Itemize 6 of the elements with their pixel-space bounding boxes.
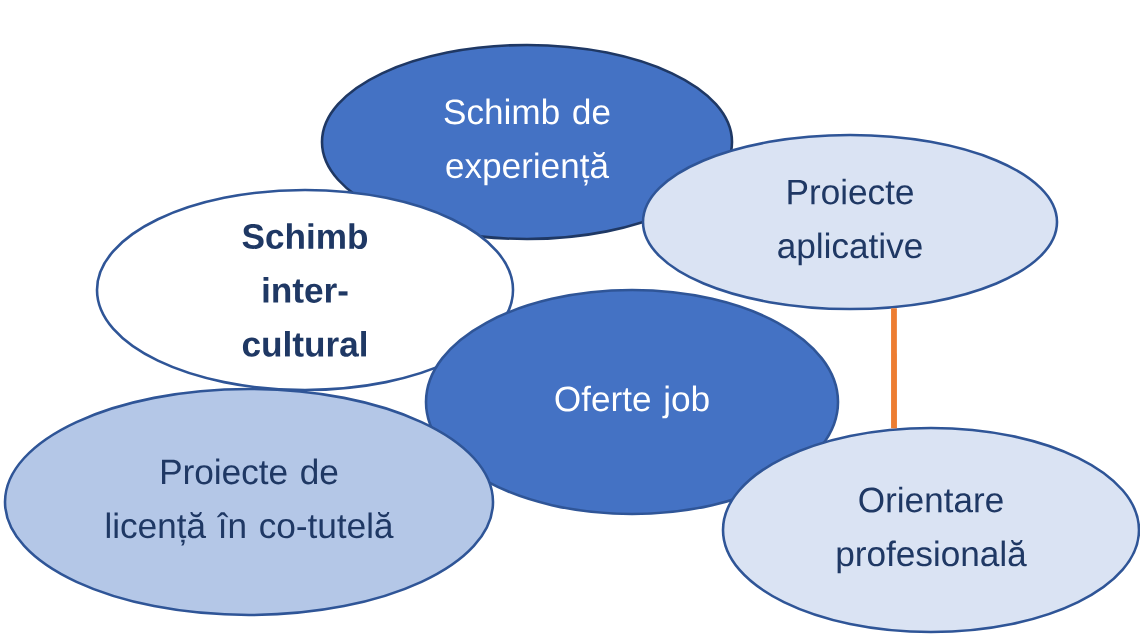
connector-line	[891, 308, 897, 429]
ellipse-node: Schimb inter-cultural	[95, 188, 515, 392]
ellipse-node: Oferte job	[424, 288, 840, 516]
ellipse-node: Orientare profesională	[721, 426, 1140, 634]
ellipse-node: Proiecte de licență în co-tutelă	[3, 387, 495, 617]
ellipse-node: Proiecte aplicative	[641, 133, 1059, 311]
